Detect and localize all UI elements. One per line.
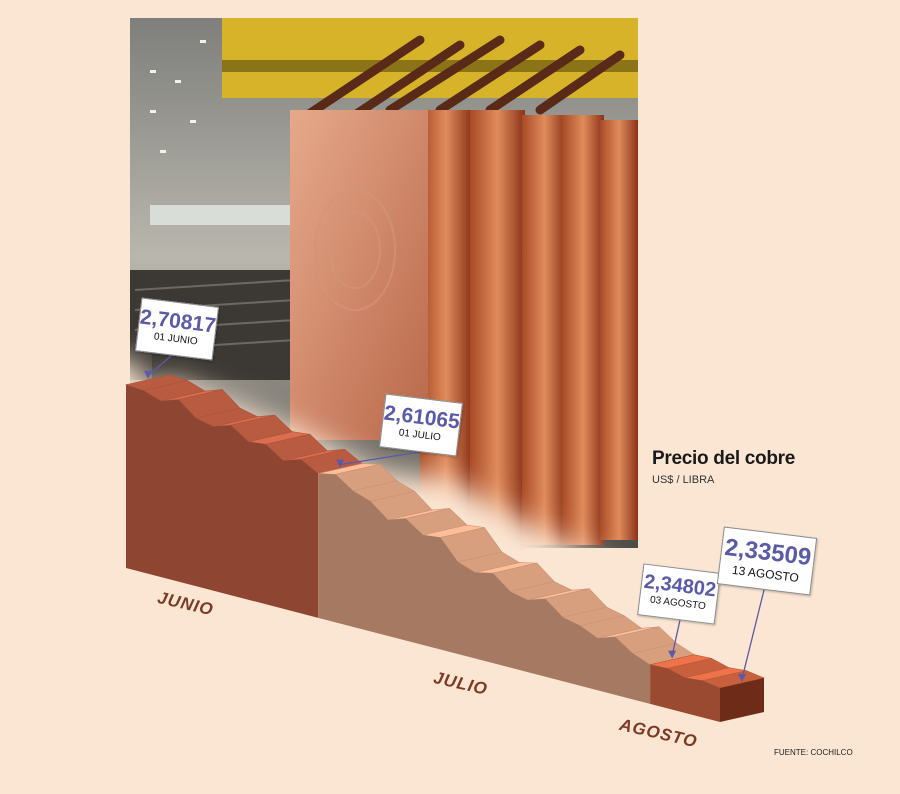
annotation-callout: 2,70817 01 JUNIO — [135, 297, 219, 361]
ridge-front-junio — [126, 384, 319, 618]
annotation-arrowhead — [144, 370, 152, 379]
annotation-callout: 2,33509 13 AGOSTO — [716, 526, 818, 596]
ridge-front-agosto — [650, 664, 720, 722]
annotation-callout: 2,61065 01 JULIO — [379, 393, 463, 457]
ridge-end-face — [720, 677, 764, 722]
ridge-front-julio — [318, 473, 651, 704]
annotation-arrowhead — [336, 459, 345, 468]
annotation-pointer — [147, 354, 173, 377]
annotation-pointer — [741, 589, 765, 680]
chart-source: FUENTE: COCHILCO — [774, 748, 853, 757]
annotation-arrowhead — [668, 650, 677, 659]
chart-subtitle: US$ / LIBRA — [652, 474, 715, 486]
annotation-arrowhead — [738, 673, 746, 682]
chart-title: Precio del cobre — [652, 448, 796, 469]
annotation-callout: 2,34802 03 AGOSTO — [637, 563, 721, 625]
copper-price-ridge — [124, 354, 765, 722]
annotation-pointer — [671, 619, 681, 656]
annotation-pointer — [340, 451, 421, 466]
